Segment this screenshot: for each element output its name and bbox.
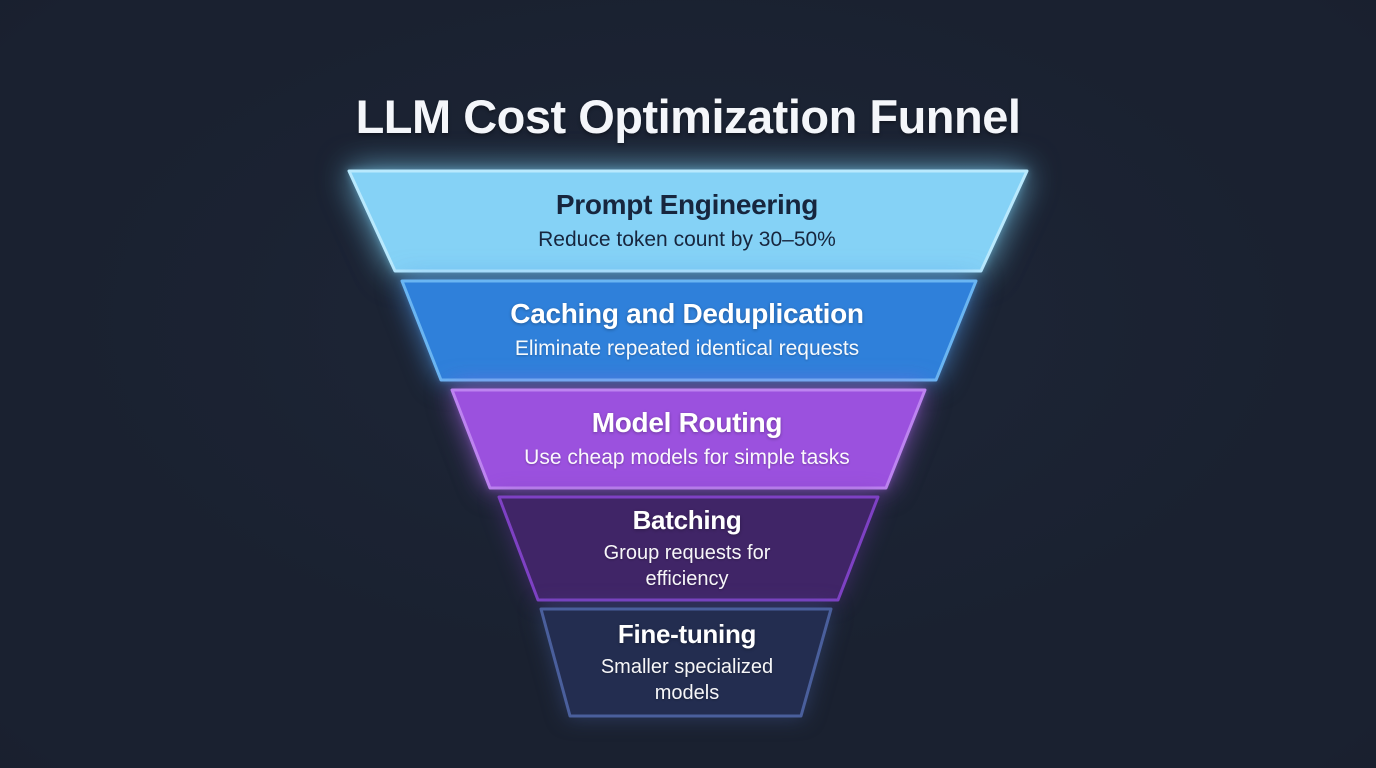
funnel-segment-shape-caching-deduplication [400,279,978,382]
segment-title: Prompt Engineering [555,188,819,220]
page-title: LLM Cost Optimization Funnel [355,90,1021,144]
funnel-segment-model-routing: Model Routing Use cheap models for simpl… [467,390,907,488]
segment-title: Caching and Deduplication [510,298,864,330]
funnel-segment-caching-deduplication: Caching and Deduplication Eliminate repe… [417,281,957,380]
funnel-segment-shape-prompt-engineering [347,169,1029,273]
segment-title: Fine-tuning [617,619,757,650]
segment-title: Model Routing [591,406,783,438]
funnel-segment-shape-model-routing [450,388,927,490]
segment-description: Reduce token count by 30–50% [538,227,836,251]
segment-description: Eliminate repeated identical requests [514,337,860,361]
funnel-segment-fine-tuning: Fine-tuning Smaller specialized models [577,609,797,716]
funnel-segment-prompt-engineering: Prompt Engineering Reduce token count by… [387,171,987,271]
funnel-segment-batching: Batching Group requests for efficiency [567,497,807,600]
segment-description: Use cheap models for simple tasks [524,445,850,469]
segment-description: Smaller specialized models [600,656,774,704]
segment-title: Batching [632,505,742,536]
segment-description: Group requests for efficiency [603,542,771,590]
funnel-segment-shape-fine-tuning [539,607,833,718]
funnel-segment-shape-batching [497,495,880,602]
